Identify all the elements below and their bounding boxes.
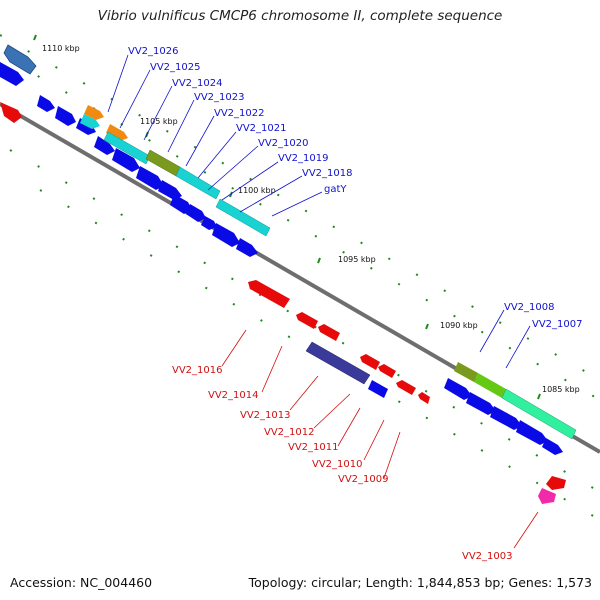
- gene-arrow[interactable]: [0, 102, 22, 123]
- gene-label[interactable]: VV2_1022: [214, 108, 265, 119]
- gene-label[interactable]: VV2_1018: [302, 168, 353, 179]
- gene-arrow[interactable]: [158, 180, 182, 200]
- gene-arrow[interactable]: [0, 62, 24, 86]
- gene-arrow[interactable]: [186, 204, 206, 222]
- gene-arrow[interactable]: [454, 362, 478, 382]
- gene-arrow[interactable]: [360, 354, 380, 370]
- gene-label[interactable]: VV2_1012: [264, 427, 315, 438]
- gene-label[interactable]: VV2_1014: [208, 390, 259, 401]
- minus-label-leaders: [221, 329, 539, 549]
- gene-label[interactable]: VV2_1010: [312, 459, 363, 470]
- topology-info: Topology: circular; Length: 1,844,853 bp…: [248, 575, 592, 590]
- gene-arrow[interactable]: [396, 380, 416, 395]
- scale-label: 1095 kbp: [338, 255, 376, 264]
- gene-label[interactable]: VV2_1023: [194, 92, 245, 103]
- gene-arrow[interactable]: [305, 341, 371, 385]
- gene-arrow[interactable]: [248, 280, 290, 308]
- scale-label: 1090 kbp: [440, 321, 478, 330]
- gene-label[interactable]: VV2_1021: [236, 123, 287, 134]
- gene-label[interactable]: VV2_1008: [504, 302, 555, 313]
- gene-arrow[interactable]: [296, 312, 318, 329]
- gene-label[interactable]: VV2_1009: [338, 474, 389, 485]
- gene-label[interactable]: VV2_1019: [278, 153, 329, 164]
- gene-arrow[interactable]: [103, 131, 151, 165]
- gene-arrow[interactable]: [94, 136, 115, 155]
- plus-label-leaders: [107, 54, 531, 369]
- gene-arrow[interactable]: [542, 438, 563, 455]
- gene-arrow[interactable]: [378, 364, 396, 378]
- map-title: Vibrio vulnificus CMCP6 chromosome II, c…: [97, 8, 503, 24]
- gene-arrow[interactable]: [136, 166, 164, 190]
- gene-arrow[interactable]: [538, 488, 556, 504]
- gene-arrow[interactable]: [55, 106, 76, 126]
- gene-label[interactable]: VV2_1016: [172, 365, 223, 376]
- gene-label[interactable]: VV2_1007: [532, 319, 583, 330]
- tick-marks: [0, 34, 600, 521]
- scale-label: 1085 kbp: [542, 385, 580, 394]
- gene-arrow[interactable]: [201, 216, 217, 230]
- gene-label[interactable]: VV2_1013: [240, 410, 291, 421]
- accession-info: Accession: NC_004460: [10, 575, 153, 590]
- scale-label: 1105 kbp: [140, 117, 178, 126]
- gene-arrow[interactable]: [212, 223, 240, 247]
- gene-label[interactable]: VV2_1020: [258, 138, 309, 149]
- gene-arrow[interactable]: [516, 420, 548, 445]
- gene-arrow[interactable]: [444, 378, 472, 400]
- gene-arrow[interactable]: [418, 392, 430, 404]
- gene-arrow[interactable]: [175, 166, 221, 200]
- scale-label: 1110 kbp: [42, 44, 80, 53]
- gene-arrow[interactable]: [466, 392, 496, 415]
- gene-arrow[interactable]: [106, 124, 128, 141]
- gene-arrow[interactable]: [3, 44, 37, 75]
- gene-label[interactable]: VV2_1025: [150, 62, 201, 73]
- scale-ticks: [33, 34, 541, 400]
- gene-arrow[interactable]: [84, 105, 104, 120]
- gene-arrow[interactable]: [318, 324, 340, 341]
- gene-arrow[interactable]: [236, 238, 258, 257]
- gene-arrow[interactable]: [546, 476, 566, 490]
- scale-label: 1100 kbp: [238, 186, 276, 195]
- minus-strand-genes: [248, 280, 566, 504]
- gene-arrow[interactable]: [170, 194, 192, 214]
- gene-label[interactable]: VV2_1024: [172, 78, 223, 89]
- gene-arrow[interactable]: [215, 198, 271, 237]
- gene-arrow[interactable]: [145, 149, 181, 177]
- gene-label[interactable]: gatY: [324, 184, 347, 195]
- gene-arrow[interactable]: [37, 95, 55, 112]
- gene-arrow[interactable]: [501, 388, 577, 440]
- gene-arrow[interactable]: [490, 406, 522, 430]
- gene-label[interactable]: VV2_1003: [462, 551, 513, 562]
- gene-arrow[interactable]: [474, 373, 506, 398]
- gene-label[interactable]: VV2_1011: [288, 442, 339, 453]
- gene-arrow[interactable]: [80, 114, 100, 129]
- gene-arrow[interactable]: [368, 380, 388, 398]
- plus-strand-genes: [0, 44, 577, 455]
- gene-label[interactable]: VV2_1026: [128, 46, 179, 57]
- gene-arrow[interactable]: [112, 148, 140, 172]
